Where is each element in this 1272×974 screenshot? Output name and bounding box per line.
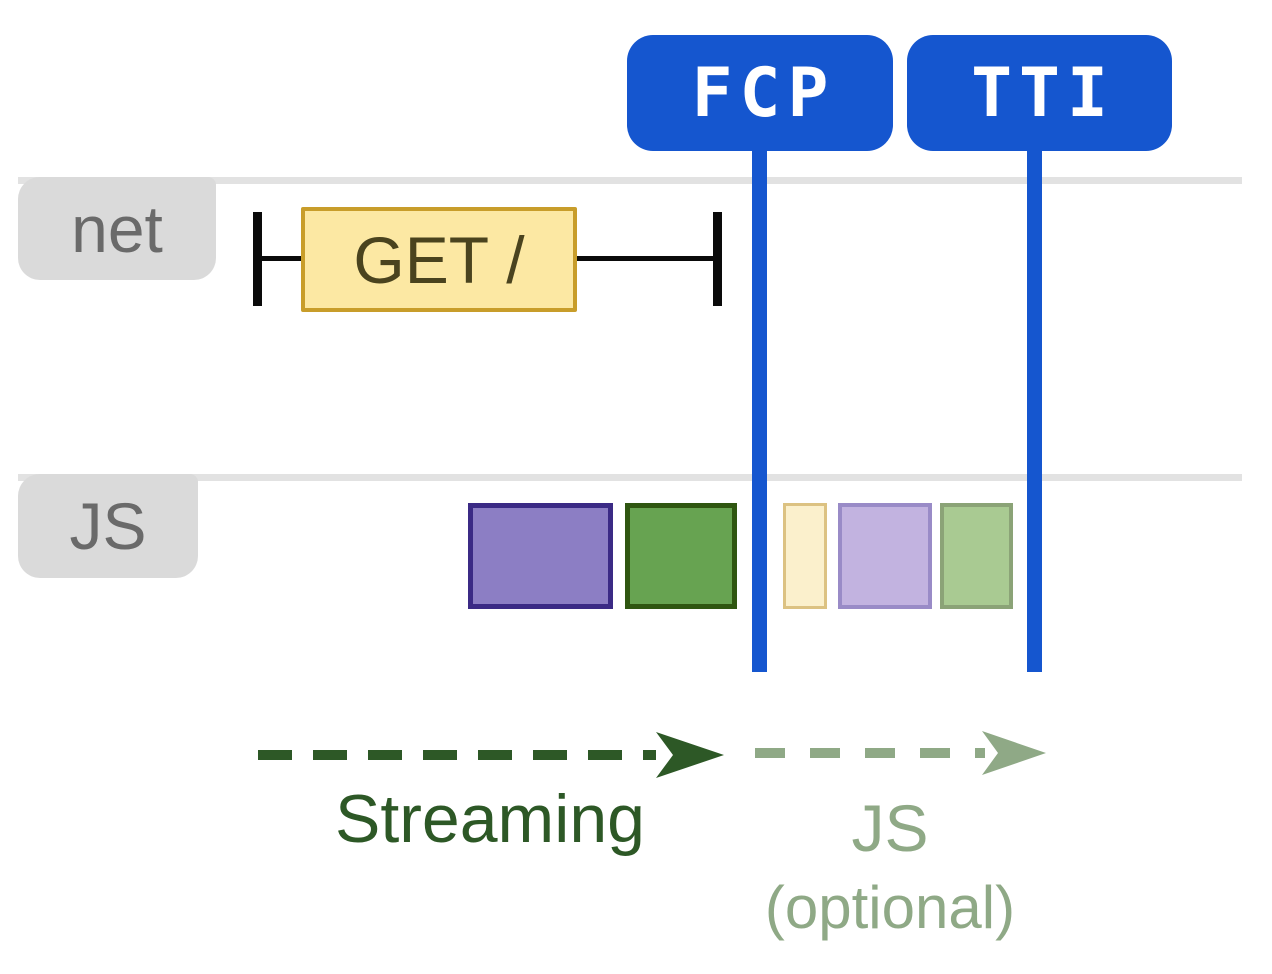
- tti-badge: TTI: [907, 35, 1172, 151]
- js-task-green-faded: [940, 503, 1013, 609]
- net-lane-line: [18, 177, 1242, 184]
- request-connector-right: [577, 256, 717, 261]
- fcp-badge-label: FCP: [691, 53, 836, 133]
- js-optional-label-line1: JS: [851, 791, 929, 865]
- fcp-badge: FCP: [627, 35, 893, 151]
- js-optional-arrow-head-icon: [982, 731, 1046, 775]
- fcp-marker-line: [752, 148, 767, 672]
- js-lane-label: JS: [69, 489, 147, 563]
- net-lane-tab: net: [18, 177, 216, 280]
- request-start-tick: [253, 212, 262, 306]
- tti-badge-label: TTI: [971, 53, 1115, 133]
- request-end-tick: [713, 212, 722, 306]
- net-lane-label: net: [71, 191, 163, 266]
- js-task-green: [625, 503, 737, 609]
- js-lane-tab: JS: [18, 474, 198, 578]
- js-lane-line: [18, 474, 1242, 481]
- tti-marker-line: [1027, 148, 1042, 672]
- streaming-label: Streaming: [335, 781, 645, 857]
- js-task-purple-faded: [838, 503, 932, 609]
- annotation-arrows: [258, 731, 1046, 778]
- request-connector-left: [253, 256, 305, 261]
- js-optional-label: JS (optional): [710, 792, 1070, 941]
- streaming-arrow-head-icon: [656, 732, 724, 778]
- js-task-purple: [468, 503, 613, 609]
- get-request-label: GET /: [353, 222, 525, 297]
- js-task-yellow-faded: [783, 503, 827, 609]
- get-request-box: GET /: [301, 207, 577, 312]
- js-optional-label-line2: (optional): [764, 873, 1016, 941]
